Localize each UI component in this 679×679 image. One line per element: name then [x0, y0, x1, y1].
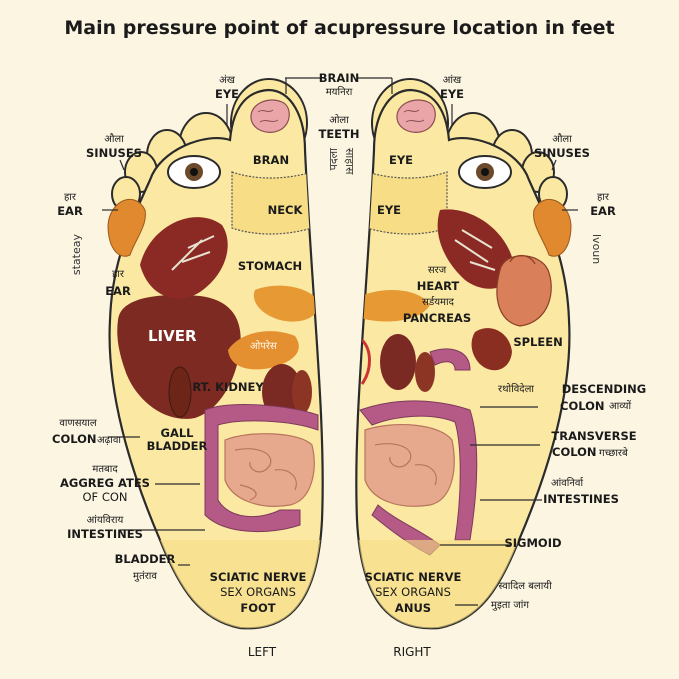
left-sciatic-label: SCIATIC NERVE — [209, 570, 307, 584]
right-colon-label: COLON — [560, 399, 605, 413]
foot-label: FOOT — [240, 601, 276, 615]
bladder-hindi: मुतंराव — [133, 571, 157, 582]
heart-label: HEART — [416, 279, 460, 293]
spleen-label: SPLEEN — [513, 335, 563, 349]
left-ear2-label: EAR — [105, 284, 131, 298]
liver-label: LIVER — [148, 327, 197, 345]
left-intestines-label: INTESTINES — [67, 527, 143, 541]
teeth-label: TEETH — [318, 127, 360, 141]
aggregates-label: AGGREG ATES — [60, 476, 150, 490]
left-eye-hindi: अंख — [219, 75, 235, 86]
right-eye-label: EYE — [439, 87, 465, 101]
transverse-colon-hindi: गच्छारबे — [599, 448, 628, 459]
left-intestines-hindi: आंयविराय — [86, 515, 124, 526]
right-colon-hindi: आव्यों — [609, 401, 632, 412]
left-vertical-text: stateay — [70, 234, 83, 276]
right-sinuses-hindi: औला — [552, 134, 572, 145]
right-eye-inner-2: EYE — [376, 203, 402, 217]
right-eye-inner: EYE — [388, 153, 414, 167]
right-vertical-text: lvoun — [590, 234, 603, 265]
left-colon-hindi-2: अढ़ावा — [97, 435, 122, 446]
right-eye-hindi: आंख — [442, 75, 462, 86]
left-sinuses-label: SINUSES — [86, 146, 142, 160]
right-ear-hindi: हार — [597, 192, 609, 203]
right-intestines-hindi: आंवनिर्वा — [550, 478, 584, 489]
left-eye-label: EYE — [214, 87, 240, 101]
right-ear-label: EAR — [590, 204, 616, 218]
teeth-hindi: ओला — [329, 115, 349, 126]
anus-hindi-1: स्वादिल बलायी — [498, 581, 552, 592]
left-ear-hindi: हार — [64, 192, 76, 203]
pancreas-label: PANCREAS — [402, 311, 472, 325]
right-caption: RIGHT — [393, 645, 431, 659]
left-colon-label: COLON — [52, 432, 97, 446]
brain-hindi: मयनिरा — [325, 87, 353, 98]
mid-vertical-text: पदला — [327, 148, 340, 171]
anus-hindi-2: मुइता जांग — [491, 600, 529, 611]
brain-label: BRAIN — [318, 71, 360, 85]
sigmoid-label: SIGMOID — [504, 536, 562, 550]
bran-label: BRAN — [252, 153, 290, 167]
spleen-hindi: रथोविदेला — [498, 384, 534, 395]
anus-label: ANUS — [394, 601, 432, 615]
aggregates-hindi: मतबाद — [92, 464, 118, 475]
page-title: Main pressure point of acupressure locat… — [64, 17, 615, 39]
right-sciatic-label: SCIATIC NERVE — [364, 570, 462, 584]
descending-label: DESCENDING — [561, 382, 647, 396]
aggregates-label-2: OF CON — [82, 490, 128, 504]
left-sinuses-hindi: औला — [104, 134, 124, 145]
stomach-label: STOMACH — [237, 259, 303, 273]
stomach-hindi: ओपरेस — [250, 341, 277, 352]
left-sex-organs-label: SEX ORGANS — [220, 585, 296, 599]
colon-hindi: वाणसयाल — [59, 418, 97, 429]
neck-label: NECK — [267, 203, 303, 217]
right-intestines-label: INTESTINES — [543, 492, 619, 506]
gall-label: GALL — [160, 426, 194, 440]
right-foot — [355, 78, 572, 630]
left-ear2-hindi: हार — [112, 269, 124, 280]
left-foot — [107, 78, 324, 630]
transverse-colon-label: COLON — [552, 445, 597, 459]
left-ear-label: EAR — [57, 204, 83, 218]
rt-kidney-label: RT. KIDNEY — [192, 380, 264, 394]
pancreas-hindi: सर्डयमाद — [422, 297, 454, 308]
bladder-label: BLADDER — [114, 552, 176, 566]
right-sinuses-label: SINUSES — [534, 146, 590, 160]
right-sex-organs-label: SEX ORGANS — [375, 585, 451, 599]
leader-lines — [102, 77, 578, 606]
left-caption: LEFT — [247, 645, 277, 659]
mid-vertical-text-2: साहास — [343, 148, 356, 175]
transverse-label: TRANSVERSE — [551, 429, 637, 443]
gall-bladder-label: BLADDER — [146, 439, 208, 453]
heart-hindi: सरज — [427, 265, 447, 276]
